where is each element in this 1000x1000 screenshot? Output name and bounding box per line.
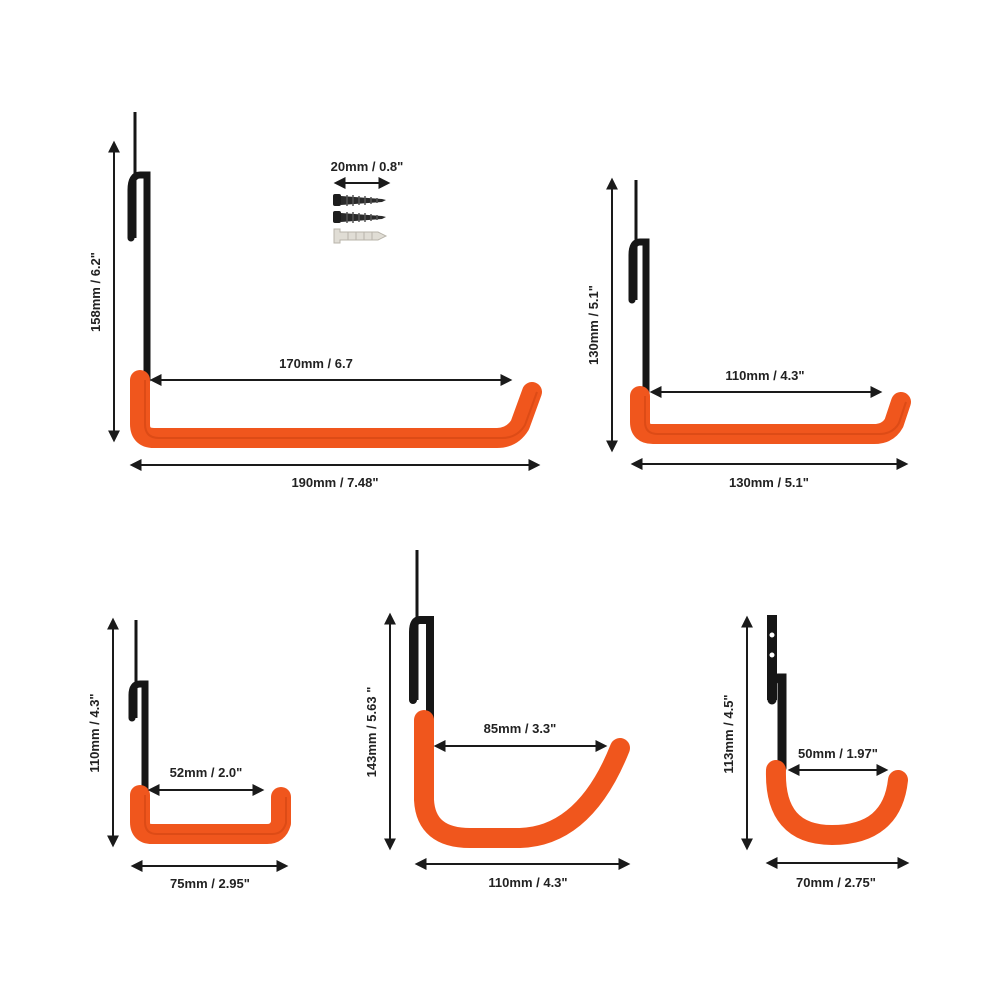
hook-2-coating (630, 386, 911, 444)
hook-1-width-label: 190mm / 7.48" (291, 475, 378, 490)
hook-5-coating (765, 760, 908, 845)
hook-3-coating (130, 785, 291, 844)
hook-2: 130mm / 5.1" 110mm / 4.3" 130mm / 5.1" (586, 177, 911, 490)
hook-4: 143mm / 5.63 " 85mm / 3.3" 110mm / 4.3" (364, 550, 631, 890)
wall-anchor (333, 228, 388, 244)
hook-1-mount (127, 171, 151, 384)
hook-2-height-label: 130mm / 5.1" (586, 285, 601, 365)
screw-1 (333, 194, 386, 206)
hook-4-height-label: 143mm / 5.63 " (364, 687, 379, 778)
hook-3-inner-label: 52mm / 2.0" (170, 765, 243, 780)
hook-1-coating (130, 370, 542, 448)
hook-3-height-label: 110mm / 4.3" (87, 693, 102, 772)
screws-label: 20mm / 0.8" (331, 159, 404, 174)
hook-1-inner-label: 170mm / 6.7 (279, 356, 353, 371)
hook-1-height-label: 158mm / 6.2" (88, 252, 103, 332)
hook-2-width-label: 130mm / 5.1" (729, 475, 809, 490)
hook-3-width-label: 75mm / 2.95" (170, 876, 250, 891)
hook-3-mount (128, 680, 149, 797)
hook-5-screw-hole-top (769, 632, 775, 638)
hook-4-inner-label: 85mm / 3.3" (484, 721, 557, 736)
hook-2-inner-label: 110mm / 4.3" (725, 368, 804, 383)
hook-2-mount (628, 238, 650, 399)
hook-5-width-label: 70mm / 2.75" (796, 875, 876, 890)
screw-2 (333, 211, 386, 223)
hook-5-mount (767, 673, 787, 773)
hook-4-width-label: 110mm / 4.3" (488, 875, 567, 890)
hook-5-inner-label: 50mm / 1.97" (798, 746, 878, 761)
hook-4-coating (414, 710, 630, 848)
hook-1: 158mm / 6.2" 170mm / 6.7 190mm / 7.48" (88, 112, 542, 490)
hook-4-mount (409, 616, 434, 722)
hook-5-height-label: 113mm / 4.5" (721, 694, 736, 773)
hook-3: 110mm / 4.3" 52mm / 2.0" 75mm / 2.95" (87, 617, 291, 891)
hook-5-screw-hole-bottom (769, 652, 775, 658)
hook-5: 113mm / 4.5" 50mm / 1.97" 70mm / 2.75" (721, 615, 910, 890)
screws: 20mm / 0.8" (331, 159, 404, 244)
